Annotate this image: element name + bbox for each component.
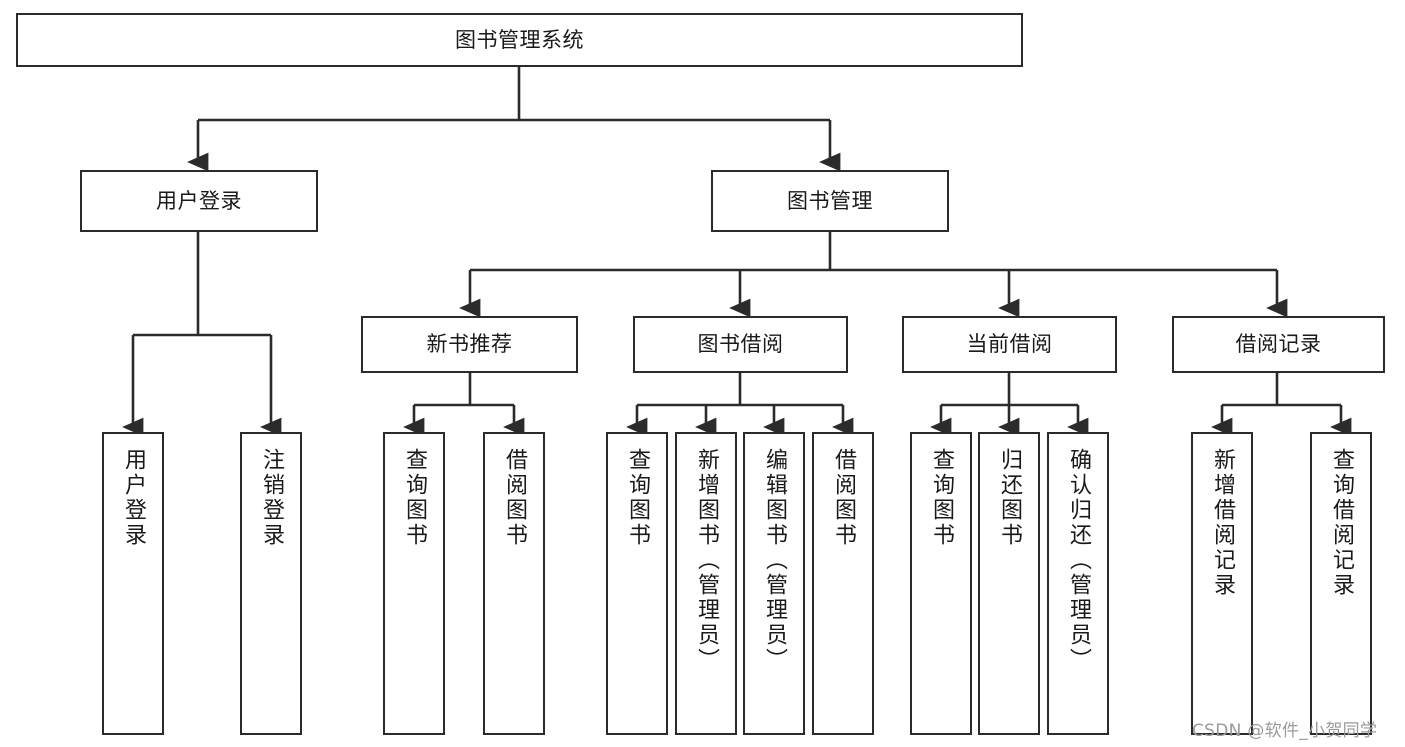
- leaf-label: 借阅图书: [502, 448, 527, 548]
- leaf-label: 编辑图书（管理员）: [762, 448, 787, 673]
- leaf-new-book-borrow[interactable]: 借阅图书: [483, 432, 545, 735]
- leaf-book-borrow-add[interactable]: 新增图书（管理员）: [675, 432, 737, 735]
- leaf-label: 查询图书: [625, 448, 650, 548]
- leaf-label: 查询图书: [929, 448, 954, 548]
- leaf-label: 借阅图书: [831, 448, 856, 548]
- leaf-current-borrow-confirm[interactable]: 确认归还（管理员）: [1047, 432, 1109, 735]
- leaf-current-borrow-query[interactable]: 查询图书: [910, 432, 972, 735]
- node-book-management-label: 图书管理: [787, 188, 873, 213]
- node-current-borrow[interactable]: 当前借阅: [902, 316, 1117, 373]
- leaf-label: 用户登录: [121, 448, 146, 548]
- node-root-label: 图书管理系统: [455, 27, 584, 52]
- node-borrow-record-label: 借阅记录: [1235, 332, 1322, 357]
- leaf-book-borrow-edit[interactable]: 编辑图书（管理员）: [743, 432, 805, 735]
- leaf-label: 新增借阅记录: [1210, 448, 1235, 598]
- leaf-borrow-record-add[interactable]: 新增借阅记录: [1191, 432, 1253, 735]
- node-user-login-label: 用户登录: [156, 188, 242, 213]
- node-book-borrow-label: 图书借阅: [697, 332, 784, 357]
- leaf-book-borrow-borrow[interactable]: 借阅图书: [812, 432, 874, 735]
- leaf-label: 查询借阅记录: [1329, 448, 1354, 598]
- node-user-login[interactable]: 用户登录: [80, 170, 318, 232]
- leaf-borrow-record-query[interactable]: 查询借阅记录: [1310, 432, 1372, 735]
- leaf-label: 新增图书（管理员）: [694, 448, 719, 673]
- node-borrow-record[interactable]: 借阅记录: [1172, 316, 1385, 373]
- leaf-new-book-query[interactable]: 查询图书: [383, 432, 445, 735]
- node-current-borrow-label: 当前借阅: [966, 332, 1053, 357]
- csdn-watermark: CSDN @软件_小贺同学: [1192, 721, 1378, 741]
- leaf-label: 归还图书: [997, 448, 1022, 548]
- node-new-book-recommend-label: 新书推荐: [426, 332, 513, 357]
- leaf-label: 注销登录: [259, 448, 284, 548]
- leaf-user-login-login[interactable]: 用户登录: [102, 432, 164, 735]
- node-new-book-recommend[interactable]: 新书推荐: [361, 316, 578, 373]
- node-book-borrow[interactable]: 图书借阅: [633, 316, 848, 373]
- leaf-label: 查询图书: [402, 448, 427, 548]
- leaf-current-borrow-return[interactable]: 归还图书: [978, 432, 1040, 735]
- node-root[interactable]: 图书管理系统: [16, 13, 1023, 67]
- leaf-book-borrow-query[interactable]: 查询图书: [606, 432, 668, 735]
- node-book-management[interactable]: 图书管理: [711, 170, 949, 232]
- leaf-label: 确认归还（管理员）: [1066, 448, 1091, 673]
- leaf-user-login-logout[interactable]: 注销登录: [240, 432, 302, 735]
